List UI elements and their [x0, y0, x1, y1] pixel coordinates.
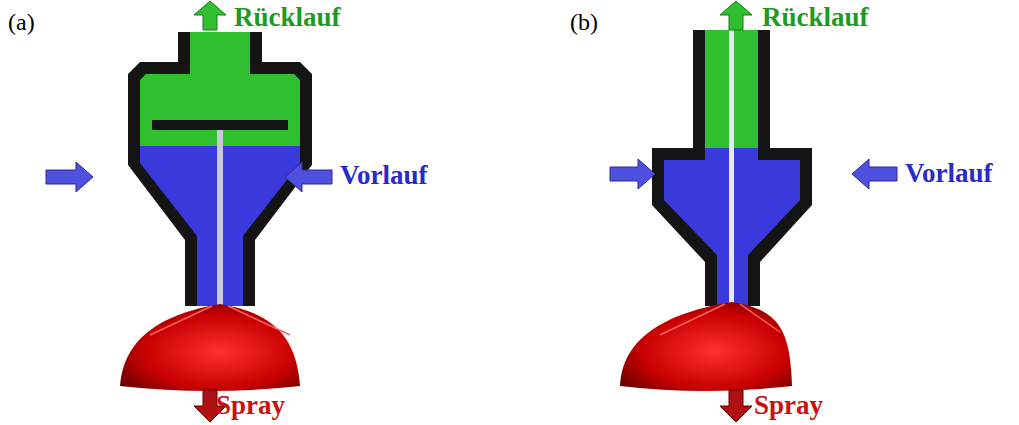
port-label: Vorlauf	[340, 162, 428, 189]
nozzle-b	[610, 1, 897, 422]
port-label: Rücklauf	[234, 4, 341, 31]
spray-edge	[150, 306, 290, 335]
return-arrow	[194, 1, 226, 30]
supply-arrow-left	[610, 159, 655, 189]
supply-chamber	[140, 32, 300, 306]
supply-arrow-right	[852, 159, 897, 189]
supply-arrow-right	[285, 162, 332, 192]
housing	[128, 32, 312, 306]
valve-plate	[152, 120, 288, 130]
panel-label: (b)	[570, 10, 598, 34]
return-chamber	[140, 32, 300, 146]
port-label: Spray	[754, 392, 823, 419]
nozzle-a	[46, 1, 332, 422]
panel-label: (a)	[8, 10, 35, 34]
port-label: Rücklauf	[762, 4, 869, 31]
return-arrow	[720, 1, 752, 30]
spray-cone	[620, 302, 792, 391]
port-label: Vorlauf	[905, 160, 993, 187]
spray-arrow	[720, 390, 752, 422]
spray-cone	[120, 304, 300, 391]
spray-edge	[660, 304, 780, 335]
needle	[729, 30, 734, 306]
supply-arrow-left	[46, 162, 93, 192]
supply-chamber	[664, 30, 800, 306]
housing	[652, 30, 812, 306]
needle	[217, 130, 223, 306]
port-label: Spray	[216, 392, 285, 419]
